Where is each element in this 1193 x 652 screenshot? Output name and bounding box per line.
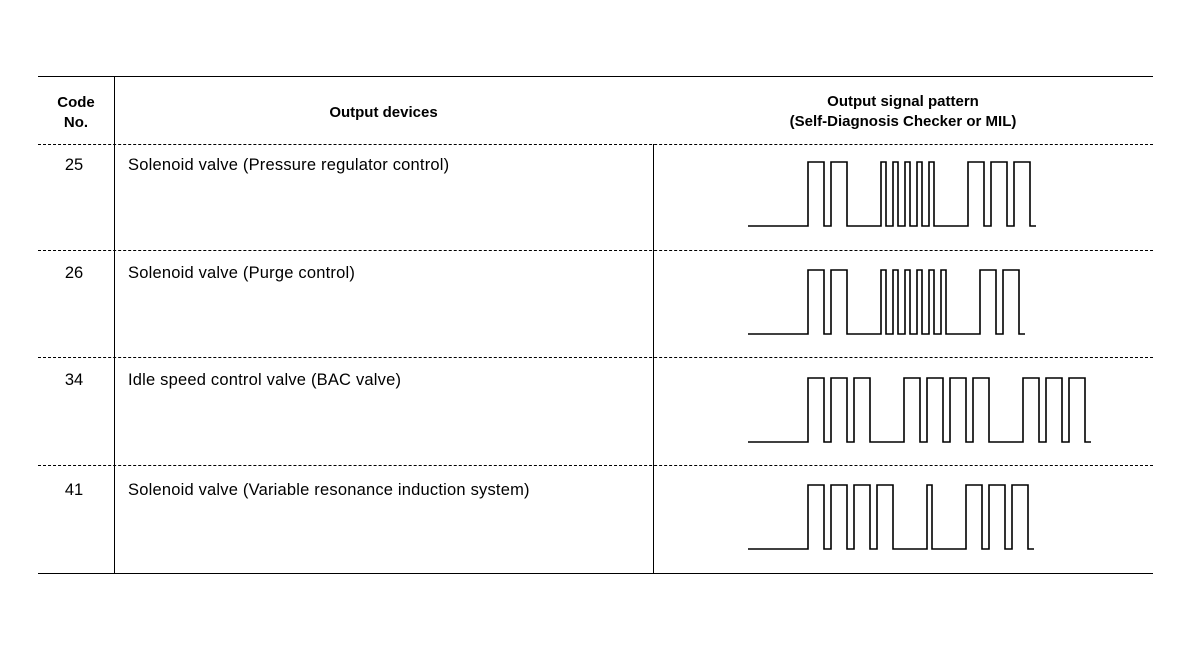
signal-waveform bbox=[748, 161, 1036, 227]
row-code: 41 bbox=[64, 481, 84, 499]
header-signal-pattern-line2: (Self-Diagnosis Checker or MIL) bbox=[789, 113, 1017, 130]
header-code-no: Code No. bbox=[38, 93, 114, 133]
header-signal-pattern: Output signal pattern (Self-Diagnosis Ch… bbox=[653, 92, 1153, 132]
row-device: Solenoid valve (Purge control) bbox=[128, 264, 356, 282]
row-code: 25 bbox=[64, 156, 84, 174]
signal-waveform bbox=[748, 377, 1091, 443]
pulse-train bbox=[748, 161, 1036, 227]
row-divider bbox=[38, 465, 1153, 466]
header-signal-pattern-line1: Output signal pattern bbox=[827, 93, 979, 110]
table-top-rule bbox=[38, 76, 1153, 77]
row-code: 26 bbox=[64, 264, 84, 282]
header-code-no-text: Code No. bbox=[57, 94, 95, 131]
pulse-train bbox=[748, 377, 1091, 443]
header-output-devices: Output devices bbox=[329, 104, 438, 121]
table-bottom-rule bbox=[38, 573, 1153, 574]
column-divider bbox=[653, 144, 654, 573]
column-divider bbox=[114, 76, 115, 573]
header-bottom-rule bbox=[38, 144, 1153, 145]
signal-waveform bbox=[748, 484, 1034, 550]
pulse-train bbox=[748, 269, 1025, 335]
row-device: Idle speed control valve (BAC valve) bbox=[128, 371, 402, 389]
row-code: 34 bbox=[64, 371, 84, 389]
row-divider bbox=[38, 250, 1153, 251]
pulse-train bbox=[748, 484, 1034, 550]
row-divider bbox=[38, 357, 1153, 358]
row-device: Solenoid valve (Variable resonance induc… bbox=[128, 481, 530, 499]
row-device: Solenoid valve (Pressure regulator contr… bbox=[128, 156, 450, 174]
signal-waveform bbox=[748, 269, 1025, 335]
